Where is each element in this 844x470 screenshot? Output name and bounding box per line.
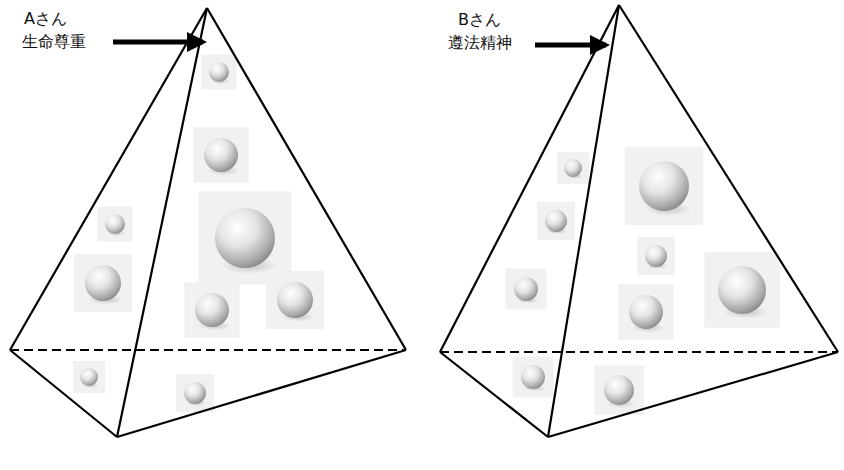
sphere [277, 282, 313, 318]
callout-label: 生命尊重 [22, 32, 86, 52]
sphere [209, 62, 229, 82]
sphere-background [98, 207, 133, 242]
sphere-background [266, 271, 324, 329]
sphere [204, 138, 238, 172]
sphere-background [704, 252, 780, 328]
sphere-background [557, 152, 589, 184]
sphere [545, 210, 567, 232]
sphere [604, 375, 634, 405]
sphere-background [618, 284, 673, 339]
sphere [718, 266, 766, 314]
sphere [629, 295, 663, 329]
sphere-background [594, 365, 644, 415]
callout-label: Aさん [24, 9, 67, 29]
sphere [184, 382, 206, 404]
sphere-background [193, 127, 248, 182]
sphere [564, 159, 582, 177]
sphere-background [625, 147, 704, 226]
sphere-background [74, 254, 132, 312]
callout-label: 遵法精神 [448, 33, 512, 53]
sphere-background [184, 282, 239, 337]
sphere-background [513, 357, 554, 398]
sphere [80, 368, 98, 386]
sphere [514, 277, 538, 301]
sphere [195, 293, 229, 327]
sphere-background [199, 192, 292, 285]
sphere-background [537, 202, 575, 240]
sphere-background [73, 361, 105, 393]
sphere [215, 208, 275, 268]
sphere [85, 265, 121, 301]
sphere [521, 365, 545, 389]
sphere [639, 161, 689, 211]
sphere-background [637, 237, 675, 275]
sphere-background [506, 269, 547, 310]
sphere [645, 245, 667, 267]
callout-label: Bさん [458, 10, 501, 30]
sphere [105, 214, 125, 234]
sphere-background [176, 374, 214, 412]
sphere-background [202, 55, 237, 90]
